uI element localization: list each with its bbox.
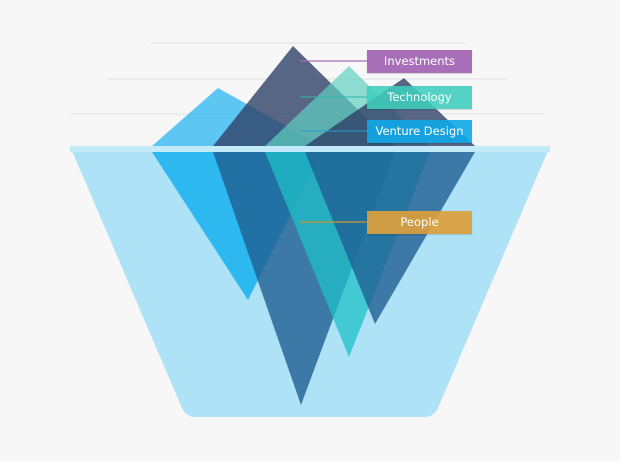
label-investments: Investments [367, 50, 472, 73]
waterline [70, 146, 550, 152]
label-people: People [367, 211, 472, 234]
label-venture-design: Venture Design [367, 120, 472, 143]
label-technology: Technology [367, 86, 472, 109]
underwater-dark-blue [305, 152, 475, 324]
